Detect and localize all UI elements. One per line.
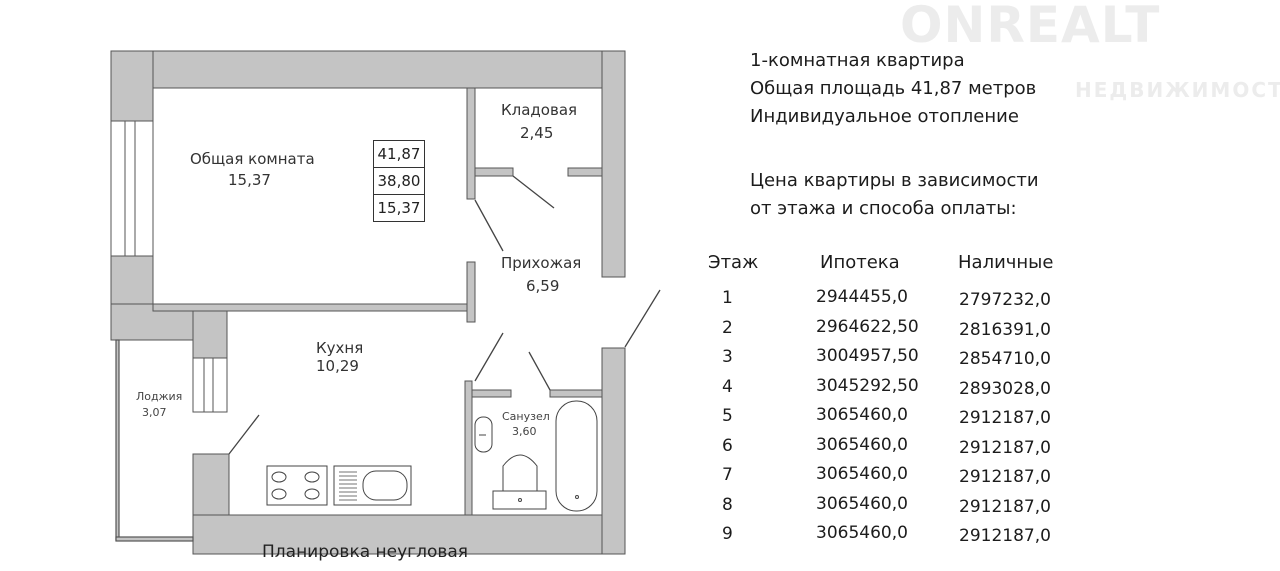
sink-icon (333, 465, 412, 506)
cell-mortgage: 2944455,0 (816, 287, 908, 307)
area-summary-box: 41,87 38,80 15,37 (373, 140, 425, 222)
room-storage-name: Кладовая (501, 101, 578, 119)
cell-cash: 2912187,0 (959, 437, 1051, 458)
apartment-type: 1-комнатная квартира (750, 50, 965, 71)
cell-mortgage: 3065460,0 (816, 464, 908, 484)
room-loggia-area: 3,07 (142, 406, 167, 419)
plan-caption: Планировка неугловая (262, 542, 469, 562)
cell-mortgage: 2964622,50 (816, 316, 919, 337)
cell-cash: 2912187,0 (959, 467, 1051, 487)
room-loggia-name: Лоджия (136, 390, 183, 403)
cell-floor: 4 (722, 376, 733, 397)
heating-type: Индивидуальное отопление (750, 106, 1019, 127)
header-floor: Этаж (708, 252, 759, 273)
room-living-name: Общая комната (190, 150, 315, 168)
room-storage-area: 2,45 (520, 124, 554, 142)
loggia-outline (115, 339, 194, 542)
watermark-logo: ONREALT (900, 0, 1161, 54)
walls (110, 50, 626, 555)
cell-mortgage: 3065460,0 (816, 523, 908, 543)
total-area: Общая площадь 41,87 метров (750, 78, 1037, 99)
cell-floor: 7 (722, 465, 733, 485)
cell-cash: 2854710,0 (959, 349, 1051, 369)
room-living-area: 15,37 (228, 171, 271, 189)
door-swings (228, 175, 661, 455)
stove-icon (266, 465, 328, 506)
room-kitchen-area: 10,29 (316, 357, 359, 375)
cell-floor: 8 (722, 494, 733, 515)
cell-floor: 6 (722, 435, 733, 456)
area-net: 38,80 (374, 168, 424, 195)
header-mortgage: Ипотека (820, 252, 900, 273)
watermark-subtitle: НЕДВИЖИМОСТЬ (1075, 78, 1280, 102)
cell-mortgage: 3065460,0 (816, 434, 908, 455)
header-cash: Наличные (958, 252, 1054, 273)
room-bathroom-area: 3,60 (512, 425, 537, 438)
cell-cash: 2912187,0 (959, 526, 1051, 546)
cell-mortgage: 3004957,50 (816, 346, 919, 366)
window-living (110, 120, 154, 257)
cell-floor: 5 (722, 406, 733, 426)
bathtub-icon (555, 400, 598, 512)
cell-cash: 2893028,0 (959, 378, 1051, 399)
price-note-line1: Цена квартиры в зависимости (750, 170, 1039, 191)
cell-mortgage: 3065460,0 (816, 493, 908, 514)
area-living: 15,37 (377, 199, 421, 217)
cell-floor: 1 (722, 288, 733, 308)
room-kitchen-name: Кухня (316, 339, 364, 357)
room-hall-area: 6,59 (526, 277, 560, 295)
cell-floor: 2 (722, 317, 733, 338)
cell-cash: 2797232,0 (959, 290, 1051, 310)
cell-cash: 2912187,0 (959, 496, 1051, 517)
cell-cash: 2816391,0 (959, 319, 1051, 340)
window-kitchen (192, 357, 228, 413)
room-hall-name: Прихожая (501, 254, 582, 272)
room-bathroom-name: Санузел (502, 410, 550, 423)
price-note-line2: от этажа и способа оплаты: (750, 198, 1017, 219)
toilet-icon (502, 454, 538, 492)
cell-mortgage: 3045292,50 (816, 375, 919, 396)
cell-floor: 9 (722, 524, 733, 544)
cell-cash: 2912187,0 (959, 408, 1051, 428)
area-total: 41,87 (374, 141, 424, 168)
cell-mortgage: 3065460,0 (816, 405, 908, 425)
cell-floor: 3 (722, 347, 733, 367)
